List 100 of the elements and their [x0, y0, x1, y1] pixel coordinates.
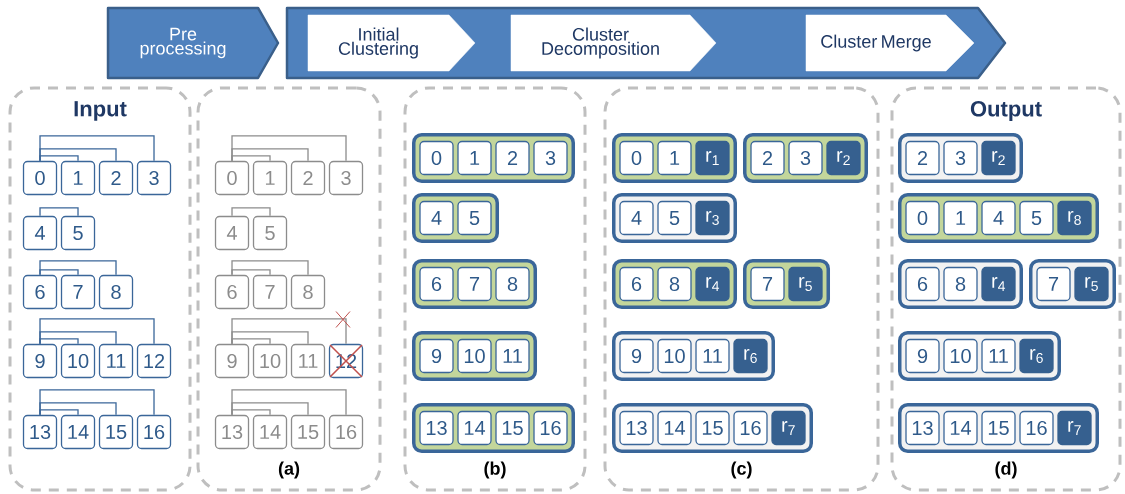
dendrogram-link	[231, 207, 271, 217]
item-box: 2	[495, 140, 530, 176]
representative-box: r$_{6}$	[1019, 338, 1054, 374]
item-box: 5	[657, 200, 692, 236]
dendrogram-link	[231, 260, 309, 276]
dendrogram-link	[39, 402, 117, 416]
item-box: 8	[98, 274, 134, 310]
dashed-panel	[603, 86, 880, 492]
representative-box: r$_{4}$	[981, 266, 1016, 302]
dendrogram-link	[39, 155, 79, 162]
item-box: 14	[457, 410, 492, 446]
dendrogram-link	[231, 269, 271, 276]
item-box: 13	[22, 414, 58, 450]
representative-box: r$_{3}$	[695, 200, 730, 236]
representative-box: r$_{4}$	[695, 266, 730, 302]
item-box: 13	[419, 410, 454, 446]
item-box: 8	[943, 266, 978, 302]
step-band: Cluster Decomposition	[510, 14, 717, 72]
item-box: 3	[533, 140, 568, 176]
item-box: 15	[290, 414, 326, 450]
item-box: 11	[290, 343, 326, 379]
item-box: 3	[328, 160, 364, 196]
item-box: 9	[905, 338, 940, 374]
dendrogram-link	[231, 389, 347, 416]
item-box: 14	[943, 410, 978, 446]
item-box: 13	[905, 410, 940, 446]
item-box: 9	[419, 338, 454, 374]
item-box: 15	[98, 414, 134, 450]
item-box: 16	[733, 410, 768, 446]
item-box: 3	[943, 140, 978, 176]
dashed-panel	[196, 86, 382, 492]
item-box: 5	[252, 215, 288, 251]
item-box: 3	[136, 160, 172, 196]
item-box: 14	[252, 414, 288, 450]
item-box: 14	[657, 410, 692, 446]
dendrogram-link	[39, 207, 79, 217]
dendrogram-link	[39, 148, 117, 162]
item-box: 5	[60, 215, 96, 251]
representative-box: r$_{5}$	[788, 266, 823, 302]
representative-box: r$_{7}$	[1057, 410, 1092, 446]
dendrogram-link	[231, 409, 271, 416]
item-box: 2	[750, 140, 785, 176]
item-box: 13	[619, 410, 654, 446]
dendrogram-link	[231, 148, 309, 162]
item-box: 3	[788, 140, 823, 176]
item-box: 6	[214, 274, 250, 310]
item-box: 2	[98, 160, 134, 196]
item-box: 4	[22, 215, 58, 251]
representative-box: r$_{5}$	[1074, 266, 1109, 302]
item-box: 1	[60, 160, 96, 196]
representative-box: r$_{1}$	[695, 140, 730, 176]
dendrogram-link	[231, 331, 309, 345]
item-box: 0	[22, 160, 58, 196]
item-box: 4	[214, 215, 250, 251]
item-box: 5	[457, 200, 492, 236]
dendrogram-link	[231, 402, 309, 416]
item-box: 11	[695, 338, 730, 374]
item-box: 16	[1019, 410, 1054, 446]
dendrogram-link	[231, 135, 347, 162]
panel-heading: Input	[74, 101, 127, 121]
panel-label: (d)	[995, 461, 1017, 479]
representative-box: r$_{7}$	[771, 410, 806, 446]
dendrogram-link	[39, 389, 155, 416]
item-box: 7	[1036, 266, 1071, 302]
panel-label: (a)	[278, 461, 300, 479]
item-box: 6	[905, 266, 940, 302]
dashed-panel	[8, 86, 192, 492]
item-box: 9	[619, 338, 654, 374]
item-box: 6	[619, 266, 654, 302]
item-box: 0	[905, 200, 940, 236]
step-band: Initial Clustering	[307, 14, 476, 72]
panel-label: (b)	[484, 461, 506, 479]
item-box: 15	[695, 410, 730, 446]
dashed-panel	[890, 86, 1122, 492]
item-box: 0	[419, 140, 454, 176]
item-box: 10	[252, 343, 288, 379]
item-box: 15	[981, 410, 1016, 446]
panel-heading: Output	[970, 101, 1042, 121]
dendrogram-link	[231, 155, 271, 162]
item-box: 0	[619, 140, 654, 176]
item-box: 5	[1019, 200, 1054, 236]
representative-box: r$_{2}$	[826, 140, 861, 176]
item-box: 1	[252, 160, 288, 196]
item-box: 9	[22, 343, 58, 379]
item-box: 7	[750, 266, 785, 302]
item-box: 10	[943, 338, 978, 374]
item-box: 1	[657, 140, 692, 176]
dashed-panel	[403, 86, 587, 492]
item-box: 7	[60, 274, 96, 310]
dendrogram-link	[39, 269, 79, 276]
dendrogram-link	[39, 409, 79, 416]
item-box: 11	[981, 338, 1016, 374]
dendrogram-link	[231, 318, 347, 345]
item-box: 6	[419, 266, 454, 302]
item-box: 11	[98, 343, 134, 379]
item-box: 15	[495, 410, 530, 446]
item-box: 12	[136, 343, 172, 379]
item-box: 6	[22, 274, 58, 310]
item-box: 13	[214, 414, 250, 450]
dendrogram-link	[231, 338, 271, 345]
